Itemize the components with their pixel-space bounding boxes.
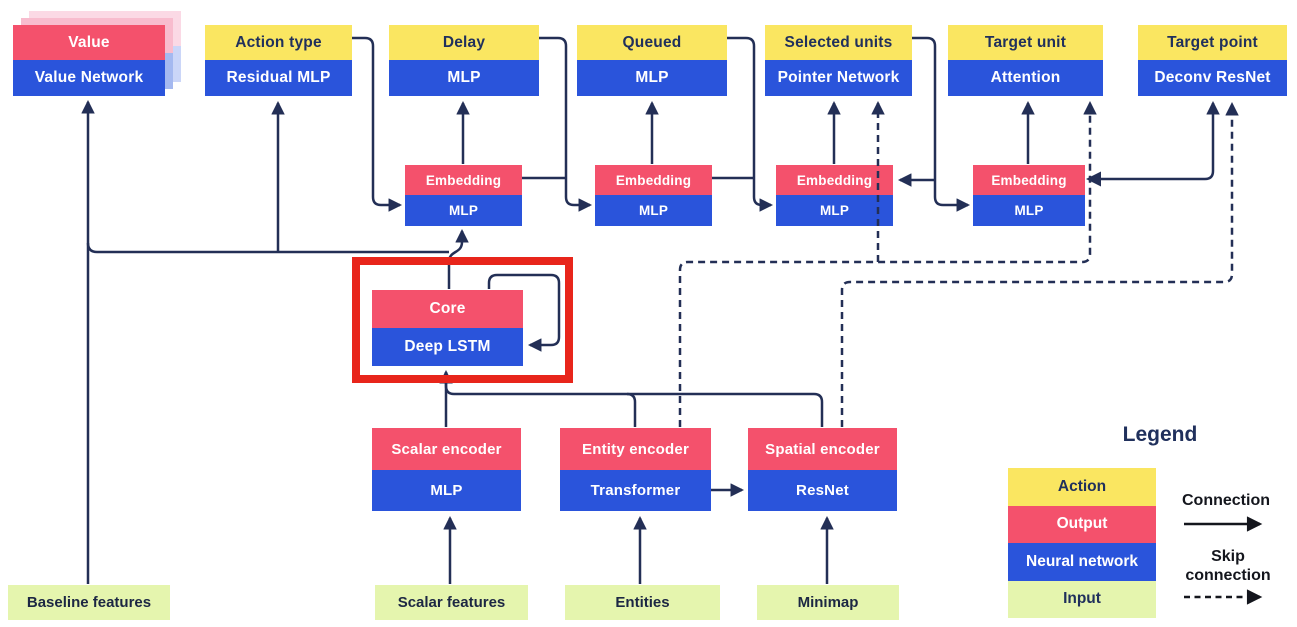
entity-encoder-output: Entity encoder (560, 428, 711, 470)
input-minimap: Minimap (757, 585, 899, 620)
skip-entity-to-attention (678, 100, 1097, 427)
head-target-point: Target point Deconv ResNet (1138, 25, 1287, 96)
conn-encoder-merge-horizontal (444, 376, 824, 427)
embedding-2: Embedding MLP (595, 165, 712, 226)
head-delay-action: Delay (389, 25, 539, 60)
skip-spatial-to-deconv-resnet (840, 101, 1239, 427)
head-selected-units-action: Selected units (765, 25, 912, 60)
head-target-point-action: Target point (1138, 25, 1287, 60)
legend-title: Legend (1122, 423, 1198, 446)
head-target-unit-action: Target unit (948, 25, 1103, 60)
scalar-encoder-network: MLP (372, 470, 521, 511)
arrowhead-into-embedding-4 (1086, 171, 1101, 187)
head-delay-network: MLP (389, 60, 539, 96)
red-highlight-annotation (352, 257, 573, 383)
conn-core-output-left-branch (86, 242, 449, 254)
scalar-encoder: Scalar encoder MLP (372, 428, 521, 511)
spatial-encoder-output: Spatial encoder (748, 428, 897, 470)
head-delay: Delay MLP (389, 25, 539, 96)
head-value: Value Value Network (13, 25, 165, 96)
embedding-4: Embedding MLP (973, 165, 1085, 226)
legend-neural-network: Neural network (1008, 543, 1156, 581)
embedding-3: Embedding MLP (776, 165, 893, 226)
head-queued: Queued MLP (577, 25, 727, 96)
input-scalar-features: Scalar features (375, 585, 528, 620)
embedding-2-network: MLP (595, 195, 712, 226)
legend-skip-connection-label: Skip connection (1185, 548, 1271, 584)
legend-action: Action (1008, 468, 1156, 506)
spatial-encoder: Spatial encoder ResNet (748, 428, 897, 511)
embedding-1-network: MLP (405, 195, 522, 226)
legend-output: Output (1008, 505, 1156, 543)
head-value-network: Value Network (13, 60, 165, 96)
spatial-encoder-network: ResNet (748, 470, 897, 511)
head-selected-units-network: Pointer Network (765, 60, 912, 96)
embedding-4-output: Embedding (973, 165, 1085, 195)
scalar-encoder-output: Scalar encoder (372, 428, 521, 470)
head-target-unit: Target unit Attention (948, 25, 1103, 96)
input-entities: Entities (565, 585, 720, 620)
head-queued-action: Queued (577, 25, 727, 60)
entity-encoder: Entity encoder Transformer (560, 428, 711, 511)
embedding-3-output: Embedding (776, 165, 893, 195)
legend-connection-label: Connection (1182, 492, 1270, 509)
head-value-output: Value (13, 25, 165, 60)
legend-input: Input (1008, 580, 1156, 618)
embedding-1: Embedding MLP (405, 165, 522, 226)
head-action-type-network: Residual MLP (205, 60, 352, 96)
conn-embedding-4-deconv-link (1091, 100, 1220, 181)
head-queued-network: MLP (577, 60, 727, 96)
head-action-type-action: Action type (205, 25, 352, 60)
conn-entity-encoder-to-core (626, 392, 637, 427)
head-selected-units: Selected units Pointer Network (765, 25, 912, 96)
entity-encoder-network: Transformer (560, 470, 711, 511)
input-baseline-features: Baseline features (8, 585, 170, 620)
head-target-point-network: Deconv ResNet (1138, 60, 1287, 96)
head-target-unit-network: Attention (948, 60, 1103, 96)
embedding-3-network: MLP (776, 195, 893, 226)
head-action-type: Action type Residual MLP (205, 25, 352, 96)
embedding-4-network: MLP (973, 195, 1085, 226)
embedding-2-output: Embedding (595, 165, 712, 195)
embedding-1-output: Embedding (405, 165, 522, 195)
